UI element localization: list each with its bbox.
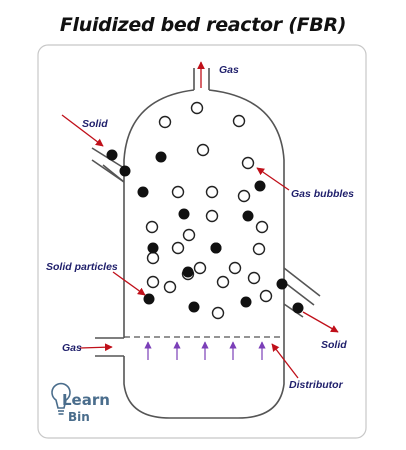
- lightbulb-icon: [51, 382, 71, 415]
- diagram-title: Fluidized bed reactor (FBR): [59, 14, 347, 36]
- reactor-vessel: [102, 68, 304, 419]
- learnbin-logo: Learn Bin: [51, 382, 110, 424]
- solid-particles: [106, 149, 304, 314]
- distributor-arrows: [144, 341, 266, 360]
- solid-in-arrow: [61, 114, 104, 147]
- gas-bubbles: [145, 101, 273, 320]
- label-solid-in: Solid: [82, 118, 108, 130]
- logo-word-bin: Bin: [68, 410, 90, 424]
- label-distributor: Distributor: [289, 379, 344, 391]
- solid-outlet-pipe: [283, 267, 321, 306]
- gas-bubbles-arrow: [256, 167, 290, 191]
- gas-in-arrow: [79, 343, 113, 352]
- outer-frame: [37, 44, 367, 439]
- annotation-arrows: [61, 61, 339, 379]
- label-solid-particles: Solid particles: [46, 261, 118, 273]
- solid-out-arrow: [302, 311, 339, 333]
- label-solid-out: Solid: [321, 339, 347, 351]
- logo-word-learn: Learn: [62, 391, 110, 409]
- label-gas-out: Gas: [219, 64, 239, 76]
- solid-particles-arrow: [112, 271, 146, 296]
- gas-inlet-pipe: [95, 337, 124, 357]
- label-gas-in: Gas: [62, 342, 82, 354]
- distributor-arrow: [271, 343, 299, 379]
- label-gas-bubbles: Gas bubbles: [291, 188, 354, 200]
